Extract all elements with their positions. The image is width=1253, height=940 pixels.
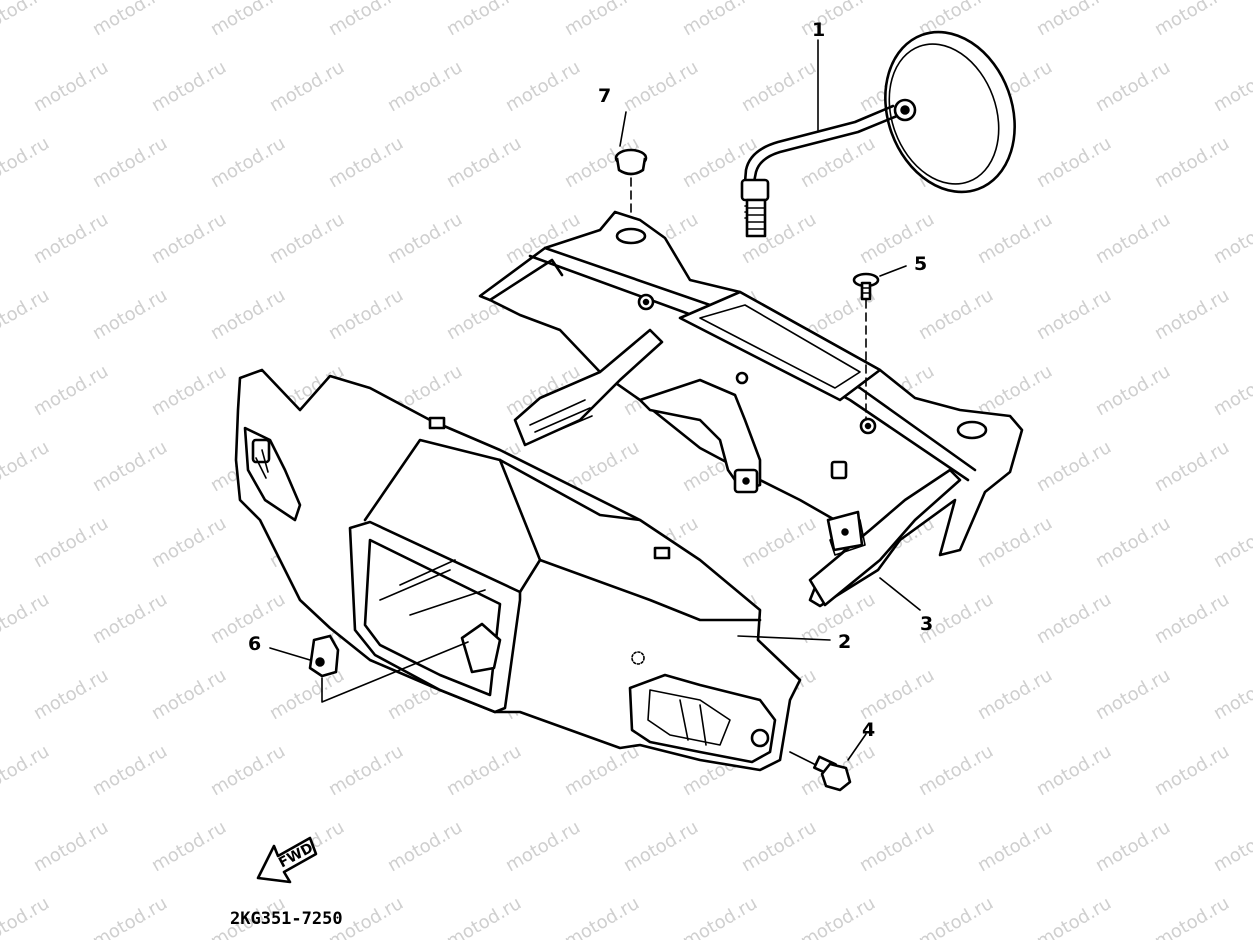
callout-1: 1 xyxy=(812,19,825,41)
bracket-part xyxy=(478,210,1024,611)
callout-6: 6 xyxy=(248,633,261,655)
screw-part xyxy=(852,265,907,421)
handle-cover-part xyxy=(234,368,831,772)
callout-2: 2 xyxy=(838,631,851,653)
part-code: 2KG351-7250 xyxy=(230,909,343,929)
callout-5: 5 xyxy=(914,253,927,275)
fwd-arrow: FWD xyxy=(256,836,318,884)
clip-nut-part xyxy=(269,634,469,703)
callout-3: 3 xyxy=(920,613,933,635)
callout-4: 4 xyxy=(862,719,875,741)
mirror-part xyxy=(740,30,1016,238)
callout-7: 7 xyxy=(598,85,611,107)
bolt-part xyxy=(789,733,867,792)
